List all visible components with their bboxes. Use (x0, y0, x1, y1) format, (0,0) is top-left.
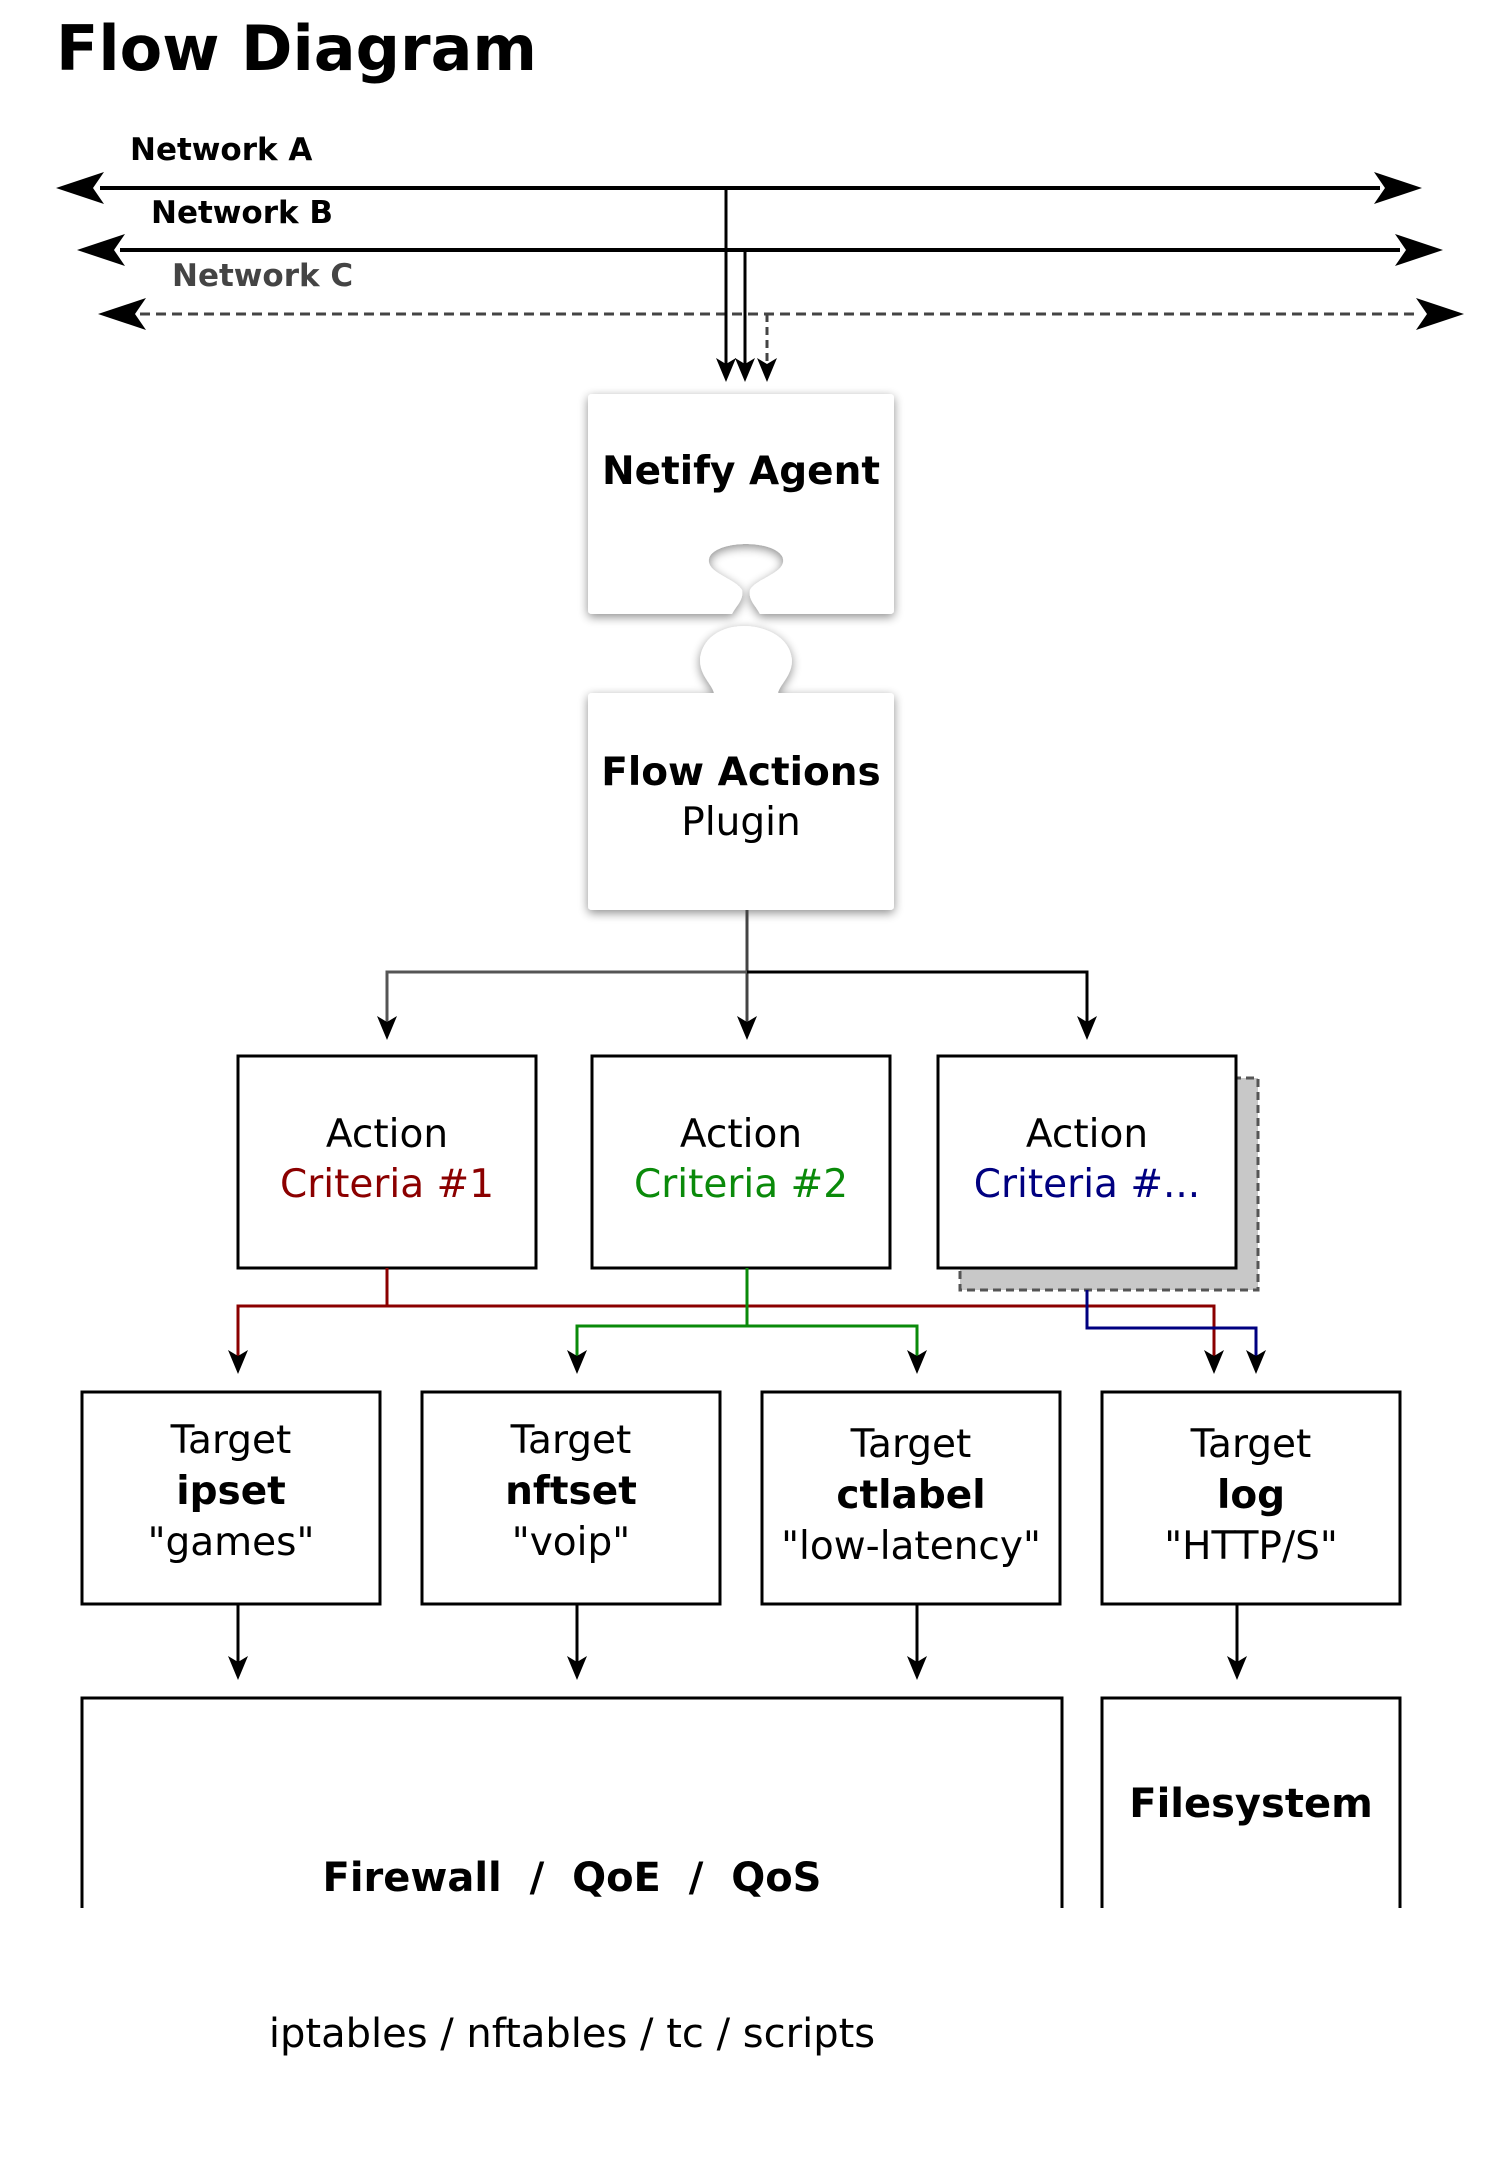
action-3-connectors (1085, 1290, 1258, 1366)
action-3-label: Action Criteria #... (938, 1110, 1236, 1210)
target-log-label: Target log "HTTP/S" (1102, 1419, 1400, 1572)
target-box-ipset (80, 1390, 382, 1606)
action-1-criteria: Criteria #1 (279, 1162, 495, 1207)
action-2-criteria: Criteria #2 (633, 1162, 849, 1207)
target-log-line1: Target (1190, 1422, 1312, 1467)
page-title: Flow Diagram (56, 12, 538, 85)
action-2-label: Action Criteria #2 (592, 1110, 890, 1210)
action-1-line1: Action (325, 1112, 449, 1157)
target-nftset-line1: Target (510, 1418, 632, 1463)
plugin-label: Flow Actions Plugin (588, 748, 894, 848)
target-arrowheads (228, 1350, 1266, 1374)
firewall-title: Firewall / QoE / QoS (322, 1855, 822, 1901)
target-ctlabel-label: Target ctlabel "low-latency" (762, 1419, 1060, 1572)
action-box-2 (590, 1054, 892, 1270)
network-a-label: Network A (130, 132, 313, 168)
target-box-log (1100, 1390, 1402, 1606)
target-nftset-label: Target nftset "voip" (422, 1415, 720, 1568)
target-nftset-name: nftset (505, 1469, 637, 1514)
target-box-nftset (420, 1390, 722, 1606)
firewall-label: Firewall / QoE / QoS iptables / nftables… (82, 1748, 1062, 2164)
firewall-box (80, 1696, 1064, 1908)
action-2-connectors (575, 1268, 919, 1366)
target-ctlabel-value: "low-latency" (781, 1524, 1041, 1569)
plugin-title: Flow Actions (601, 750, 881, 795)
target-log-name: log (1216, 1473, 1286, 1518)
target-ctlabel-line1: Target (850, 1422, 972, 1467)
target-ipset-name: ipset (176, 1469, 286, 1514)
network-b-label: Network B (151, 195, 334, 231)
action-1-connectors (236, 1268, 1216, 1366)
network-c-label: Network C (172, 258, 354, 294)
plugin-to-actions-connectors (377, 910, 1097, 1040)
target-to-sink-connectors (228, 1604, 1247, 1680)
target-ipset-line1: Target (170, 1418, 292, 1463)
action-box-1 (236, 1054, 538, 1270)
filesystem-box (1100, 1696, 1402, 1908)
target-box-ctlabel (760, 1390, 1062, 1606)
action-1-label: Action Criteria #1 (238, 1110, 536, 1210)
action-box-3 (936, 1054, 1238, 1270)
agent-title: Netify Agent (601, 449, 881, 494)
target-ipset-value: "games" (147, 1520, 315, 1565)
agent-puzzle-piece (588, 394, 894, 614)
flow-diagram-canvas (56, 172, 1464, 1908)
filesystem-title: Filesystem (1129, 1781, 1373, 1827)
target-ctlabel-name: ctlabel (836, 1473, 986, 1518)
target-log-value: "HTTP/S" (1164, 1524, 1338, 1569)
plugin-subtitle: Plugin (681, 800, 801, 845)
firewall-subtitle: iptables / nftables / tc / scripts (268, 2011, 876, 2057)
target-ipset-label: Target ipset "games" (82, 1415, 380, 1568)
network-taps (716, 188, 777, 382)
action-3-line1: Action (1025, 1112, 1149, 1157)
network-b-line (77, 234, 1443, 266)
network-a-line (56, 172, 1422, 204)
plugin-puzzle-piece (588, 626, 894, 910)
target-nftset-value: "voip" (511, 1520, 631, 1565)
action-2-line1: Action (679, 1112, 803, 1157)
network-c-line (98, 298, 1464, 330)
action-3-criteria: Criteria #... (973, 1162, 1201, 1207)
